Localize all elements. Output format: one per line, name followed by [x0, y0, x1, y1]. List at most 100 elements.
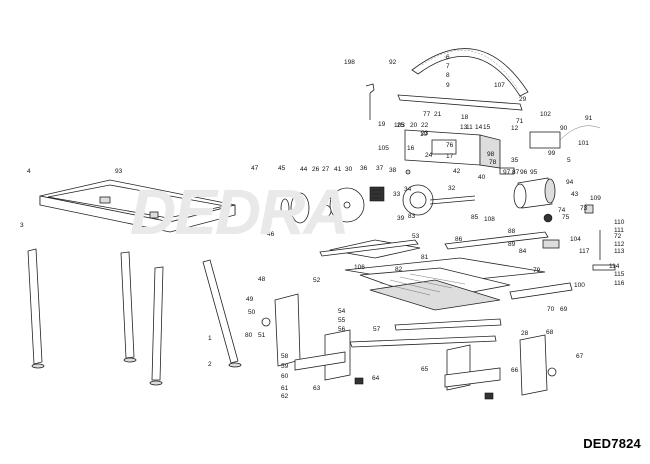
callout-6: 6 [446, 54, 450, 61]
callout-45: 45 [278, 165, 286, 172]
callout-37: 37 [376, 165, 384, 172]
callout-19: 19 [378, 121, 386, 128]
callout-14: 14 [475, 124, 483, 131]
callout-5: 5 [567, 157, 571, 164]
callout-88: 88 [508, 228, 516, 235]
callout-115: 115 [614, 271, 625, 278]
callout-100: 100 [574, 282, 585, 289]
callout-7: 7 [446, 63, 450, 70]
callout-198: 198 [344, 59, 355, 66]
callout-11: 11 [466, 124, 473, 131]
callout-55: 55 [338, 317, 346, 324]
callout-21: 21 [434, 111, 442, 118]
callout-57: 57 [373, 326, 381, 333]
callout-34: 34 [404, 186, 412, 193]
blade-guard [397, 48, 529, 111]
callout-13: 13 [460, 124, 468, 131]
callout-31: 31 [325, 194, 333, 201]
callout-44: 44 [300, 166, 308, 173]
callout-39: 39 [397, 215, 405, 222]
callout-16: 16 [407, 145, 415, 152]
callout-4: 4 [27, 168, 31, 175]
callout-15: 15 [483, 124, 491, 131]
side-small-parts [354, 83, 616, 400]
callout-78: 78 [489, 159, 497, 166]
head-assembly [369, 129, 501, 202]
callout-27: 27 [322, 166, 330, 173]
callout-26: 26 [312, 166, 320, 173]
callout-42: 42 [453, 168, 461, 175]
callout-48: 48 [258, 276, 266, 283]
callout-28: 28 [521, 330, 529, 337]
callout-49: 49 [246, 296, 254, 303]
callout-41: 41 [334, 166, 342, 173]
callout-104: 104 [570, 236, 581, 243]
diagram-code: DED7824 [583, 436, 641, 451]
callout-47: 47 [251, 165, 259, 172]
callout-89: 89 [508, 241, 516, 248]
callout-18: 18 [461, 114, 469, 121]
callout-77: 77 [423, 111, 431, 118]
callout-114: 114 [609, 263, 620, 270]
callout-116: 116 [614, 280, 625, 287]
callout-38: 38 [389, 167, 397, 174]
callout-113: 113 [614, 248, 625, 255]
callout-63: 63 [313, 385, 321, 392]
callout-22: 22 [421, 122, 429, 129]
callout-33: 33 [393, 191, 401, 198]
callout-50: 50 [248, 309, 256, 316]
callout-32: 32 [448, 185, 456, 192]
callout-12: 12 [511, 125, 519, 132]
callout-58: 58 [281, 353, 289, 360]
callout-43: 43 [571, 191, 579, 198]
callout-9: 9 [446, 82, 450, 89]
callout-24: 24 [425, 152, 433, 159]
callout-20: 20 [410, 122, 418, 129]
callout-109: 109 [590, 195, 601, 202]
callout-94: 94 [566, 179, 574, 186]
callout-68: 68 [546, 329, 554, 336]
callout-97: 97 [503, 169, 511, 176]
callout-103: 103 [394, 122, 405, 129]
callout-92: 92 [389, 59, 397, 66]
callout-90: 90 [560, 125, 568, 132]
callout-79: 79 [533, 267, 541, 274]
callout-8: 8 [446, 72, 450, 79]
callout-52: 52 [313, 277, 321, 284]
callout-93: 93 [115, 168, 123, 175]
callout-59: 59 [281, 363, 289, 370]
callout-102: 102 [540, 111, 551, 118]
callout-112: 112 [614, 241, 625, 248]
motor [499, 125, 601, 223]
callout-3: 3 [20, 222, 24, 229]
callout-40: 40 [478, 174, 486, 181]
callout-70: 70 [547, 306, 555, 313]
callout-81: 81 [421, 254, 429, 261]
callout-95: 95 [530, 169, 538, 176]
blade-and-flanges [280, 184, 476, 224]
rails-and-table [319, 231, 573, 348]
callout-53: 53 [412, 233, 420, 240]
callout-54: 54 [338, 308, 346, 315]
callout-85: 85 [471, 214, 479, 221]
stand-legs [27, 248, 242, 386]
callout-61: 61 [281, 385, 289, 392]
callout-98: 98 [487, 151, 495, 158]
callout-106: 106 [354, 264, 365, 271]
callout-75: 75 [562, 214, 570, 221]
callout-25: 25 [397, 122, 405, 129]
callout-72: 72 [614, 233, 622, 240]
left-support [261, 293, 351, 381]
callout-101: 101 [578, 140, 589, 147]
callout-86: 86 [455, 236, 463, 243]
callout-91: 91 [585, 115, 593, 122]
callout-108: 108 [484, 216, 495, 223]
callout-35: 35 [511, 157, 519, 164]
callout-60: 60 [281, 373, 289, 380]
callout-69: 69 [560, 306, 568, 313]
callout-83: 83 [408, 213, 416, 220]
callout-80: 80 [245, 332, 253, 339]
callout-84: 84 [519, 248, 527, 255]
